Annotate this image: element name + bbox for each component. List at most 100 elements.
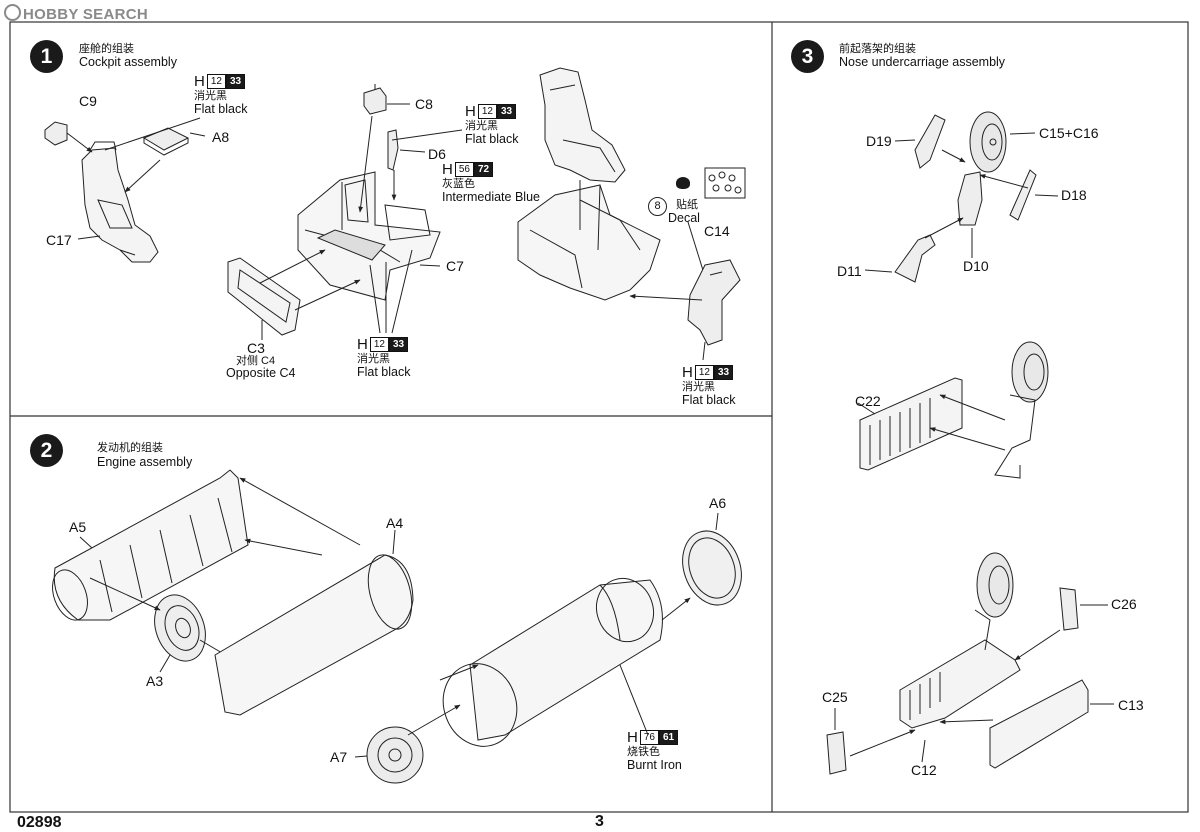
part-label-a4: A4 [386, 515, 404, 531]
a7-turbine-drawing [354, 664, 479, 784]
paint-callout-h12-tub: H 12 33 [357, 336, 409, 353]
c3-note-zh: 对侧 C4 [236, 355, 276, 367]
part-label-d10: D10 [963, 258, 989, 274]
step-2-title-zh: 发动机的组装 [97, 442, 163, 454]
watermark-logo-icon [4, 4, 21, 21]
part-label-a3: A3 [146, 673, 164, 689]
step-1-title-zh: 座舱的组装 [79, 43, 134, 55]
paint-callout-h12-c14: H 12 33 [682, 364, 734, 381]
part-label-a7: A7 [330, 749, 348, 765]
d10-leg-drawing [957, 171, 983, 258]
part-label-c15-c16: C15+C16 [1039, 125, 1099, 141]
paint-brand-h: H [465, 103, 476, 120]
paint-callout-h12-seat: H 12 33 [194, 73, 246, 90]
part-label-c7: C7 [446, 258, 464, 274]
paint-code-primary: 56 [454, 162, 474, 177]
step-3-title-en: Nose undercarriage assembly [839, 55, 1006, 69]
paint-name-en: Flat black [194, 102, 248, 116]
paint-code-primary: 12 [694, 365, 714, 380]
d19-strut-drawing [894, 114, 966, 169]
paint-code-primary: 12 [369, 337, 389, 352]
c8-part-drawing [358, 84, 410, 213]
decal-number: 8 [648, 197, 667, 216]
step-3-number: 3 [791, 40, 824, 73]
paint-brand-h: H [442, 161, 453, 178]
a3-grill-drawing [89, 577, 269, 681]
paint-name-en: Intermediate Blue [442, 190, 540, 204]
seat-part-drawing [81, 141, 159, 263]
site-watermark: HOBBY SEARCH [4, 4, 148, 23]
paint-name-zh: 烧铁色 [627, 746, 660, 758]
c14-part-drawing [629, 259, 741, 361]
step-2-number: 2 [30, 434, 63, 467]
final-assembly-drawing [826, 552, 1114, 775]
paint-code-primary: 12 [206, 74, 226, 89]
paint-name-zh: 消光黑 [682, 381, 715, 393]
part-label-c8: C8 [415, 96, 433, 112]
part-label-c25: C25 [822, 689, 848, 705]
paint-name-en: Flat black [465, 132, 519, 146]
part-label-c13: C13 [1118, 697, 1144, 713]
part-label-a5: A5 [69, 519, 87, 535]
c9-part-drawing [44, 121, 93, 153]
paint-code-secondary: 33 [496, 104, 517, 119]
paint-name-en: Burnt Iron [627, 758, 682, 772]
paint-code-secondary: 33 [713, 365, 734, 380]
paint-brand-h: H [627, 729, 638, 746]
a5-shell-drawing [52, 469, 249, 621]
kit-number: 02898 [17, 814, 62, 831]
paint-brand-h: H [357, 336, 368, 353]
assembled-seat-drawing [539, 67, 626, 183]
decal-sheet-drawing [687, 167, 746, 281]
part-label-c22: C22 [855, 393, 881, 409]
part-label-c26: C26 [1111, 596, 1137, 612]
paint-name-zh: 灰蓝色 [442, 178, 475, 190]
part-label-c17: C17 [46, 232, 72, 248]
step-1-title-en: Cockpit assembly [79, 55, 177, 69]
part-label-c14: C14 [704, 223, 730, 239]
paint-callout-h12-stick: H 12 33 [465, 103, 517, 120]
part-label-d18: D18 [1061, 187, 1087, 203]
paint-name-en: Flat black [357, 365, 411, 379]
paint-code-primary: 12 [477, 104, 497, 119]
cockpit-tub-drawing [297, 171, 441, 301]
part-label-c3: C3 [247, 340, 265, 356]
assembled-tub-drawing [517, 180, 661, 301]
paint-code-secondary: 72 [473, 162, 494, 177]
paint-code-primary: 76 [639, 730, 659, 745]
step-2-title-en: Engine assembly [97, 455, 193, 469]
paint-callout-h76: H 76 61 [627, 729, 679, 746]
paint-name-zh: 消光黑 [194, 90, 227, 102]
c3-part-drawing [227, 249, 361, 340]
paint-name-en: Flat black [682, 393, 736, 407]
part-label-d19: D19 [866, 133, 892, 149]
paint-code-secondary: 61 [658, 730, 679, 745]
d11-part-drawing [864, 217, 964, 283]
exhaust-cylinder-drawing [442, 512, 742, 747]
decal-drop-icon [676, 177, 690, 189]
decal-label-en: Decal [668, 211, 700, 225]
paint-name-zh: 消光黑 [465, 120, 498, 132]
watermark-text: HOBBY SEARCH [23, 6, 149, 23]
part-label-a6: A6 [709, 495, 727, 511]
decal-label-zh: 贴纸 [676, 199, 698, 211]
paint-brand-h: H [194, 73, 205, 90]
paint-callout-h56: H 56 72 [442, 161, 494, 178]
part-label-d6: D6 [428, 146, 446, 162]
part-label-c9: C9 [79, 93, 97, 109]
wheel-c15-c16-drawing [969, 111, 1036, 173]
part-label-d11: D11 [837, 263, 862, 279]
a4-shell-drawing [214, 477, 414, 716]
d18-fork-drawing [979, 169, 1059, 221]
part-label-c12: C12 [911, 762, 937, 778]
paint-code-secondary: 33 [388, 337, 409, 352]
page-number: 3 [595, 813, 604, 830]
a8-part-drawing [124, 127, 206, 193]
d6-part-drawing [387, 129, 463, 201]
step-1-number: 1 [30, 40, 63, 73]
c3-note-en: Opposite C4 [226, 366, 296, 380]
c22-assembly-drawing [857, 341, 1049, 479]
paint-code-secondary: 33 [225, 74, 246, 89]
panel-frames [9, 21, 1189, 813]
